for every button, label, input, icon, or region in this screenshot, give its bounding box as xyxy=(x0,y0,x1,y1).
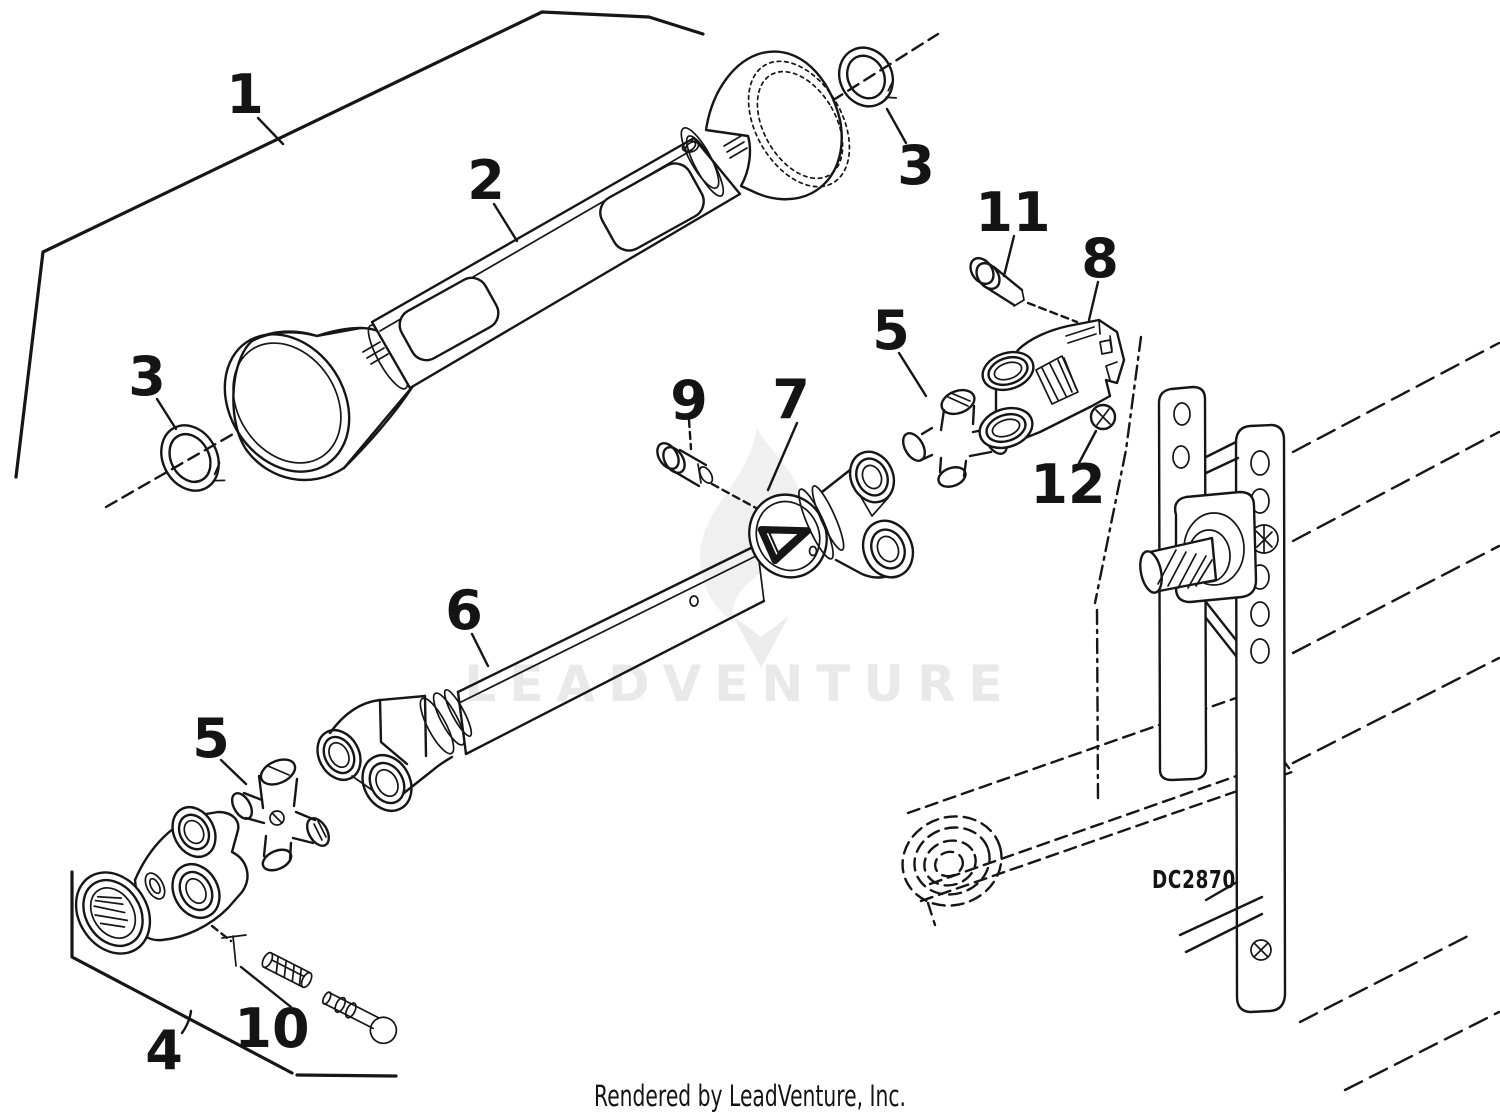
diagram-code: DC2870 xyxy=(1152,865,1236,894)
leader-11 xyxy=(1002,234,1016,278)
callout-7: 7 xyxy=(772,368,810,431)
callout-9: 9 xyxy=(670,369,708,432)
guard-outline-part-1 xyxy=(14,10,705,479)
left-bell xyxy=(223,319,421,482)
shear-bolt-part-9 xyxy=(656,442,714,488)
right-bell xyxy=(680,50,851,201)
leader-9 xyxy=(687,418,693,451)
leader-12 xyxy=(1077,429,1098,465)
callout-3-left: 3 xyxy=(128,345,166,408)
callout-8: 8 xyxy=(1081,227,1119,290)
watermark-text: LEADVENTURE xyxy=(464,655,1015,713)
leader-5-lower xyxy=(219,758,248,786)
guard-tube xyxy=(370,135,748,390)
outer-guard-tube-part-2 xyxy=(223,50,851,482)
splined-yoke-part-4 xyxy=(74,805,249,955)
callout-1: 1 xyxy=(226,63,264,126)
footer-credit: Rendered by LeadVenture, Inc. xyxy=(594,1079,906,1113)
spring-pin xyxy=(261,951,313,989)
frame-phantom-lines xyxy=(1291,341,1500,1092)
cross-journal-part-5-lower xyxy=(230,758,331,872)
nut-part-12 xyxy=(1089,403,1117,431)
callout-numbers: 1 2 3 3 4 5 5 6 7 8 9 10 11 12 xyxy=(128,63,1119,1082)
callout-6: 6 xyxy=(445,579,483,642)
callout-10: 10 xyxy=(234,997,309,1060)
callout-leader-lines xyxy=(155,107,1100,1035)
leader-1 xyxy=(256,116,285,146)
splined-output-shaft xyxy=(1139,536,1218,594)
leader-10 xyxy=(239,965,293,1009)
snap-ring-part-3-top xyxy=(837,46,898,108)
inner-shield-tube-part-6 xyxy=(316,543,766,812)
clevis-pin xyxy=(321,991,398,1045)
clevis-fork xyxy=(316,689,473,812)
leader-4 xyxy=(180,1009,193,1035)
leader-7 xyxy=(766,421,799,492)
callout-5-upper: 5 xyxy=(872,299,910,362)
shield-bracket xyxy=(1139,385,1287,1014)
leader-8 xyxy=(1087,280,1100,322)
callout-4: 4 xyxy=(145,1019,183,1082)
leader-3-top xyxy=(885,107,908,145)
bolt-part-11 xyxy=(969,256,1025,307)
leader-6 xyxy=(470,632,490,668)
leader-5-upper xyxy=(897,351,928,398)
leader-3-left xyxy=(155,397,178,431)
shear-bolt-yoke-part-7 xyxy=(748,450,915,579)
qd-yoke-part-8 xyxy=(978,318,1126,450)
callout-11: 11 xyxy=(975,181,1050,244)
bracket-phantom-centerlines xyxy=(1093,335,1143,802)
callout-12: 12 xyxy=(1030,453,1105,516)
callout-3-top: 3 xyxy=(897,134,935,197)
callout-2: 2 xyxy=(467,149,505,212)
pin-set-part-10 xyxy=(210,924,398,1045)
yoke-boundary-part-4 xyxy=(70,870,398,1078)
leader-2 xyxy=(492,202,519,243)
callout-5-lower: 5 xyxy=(192,707,230,770)
